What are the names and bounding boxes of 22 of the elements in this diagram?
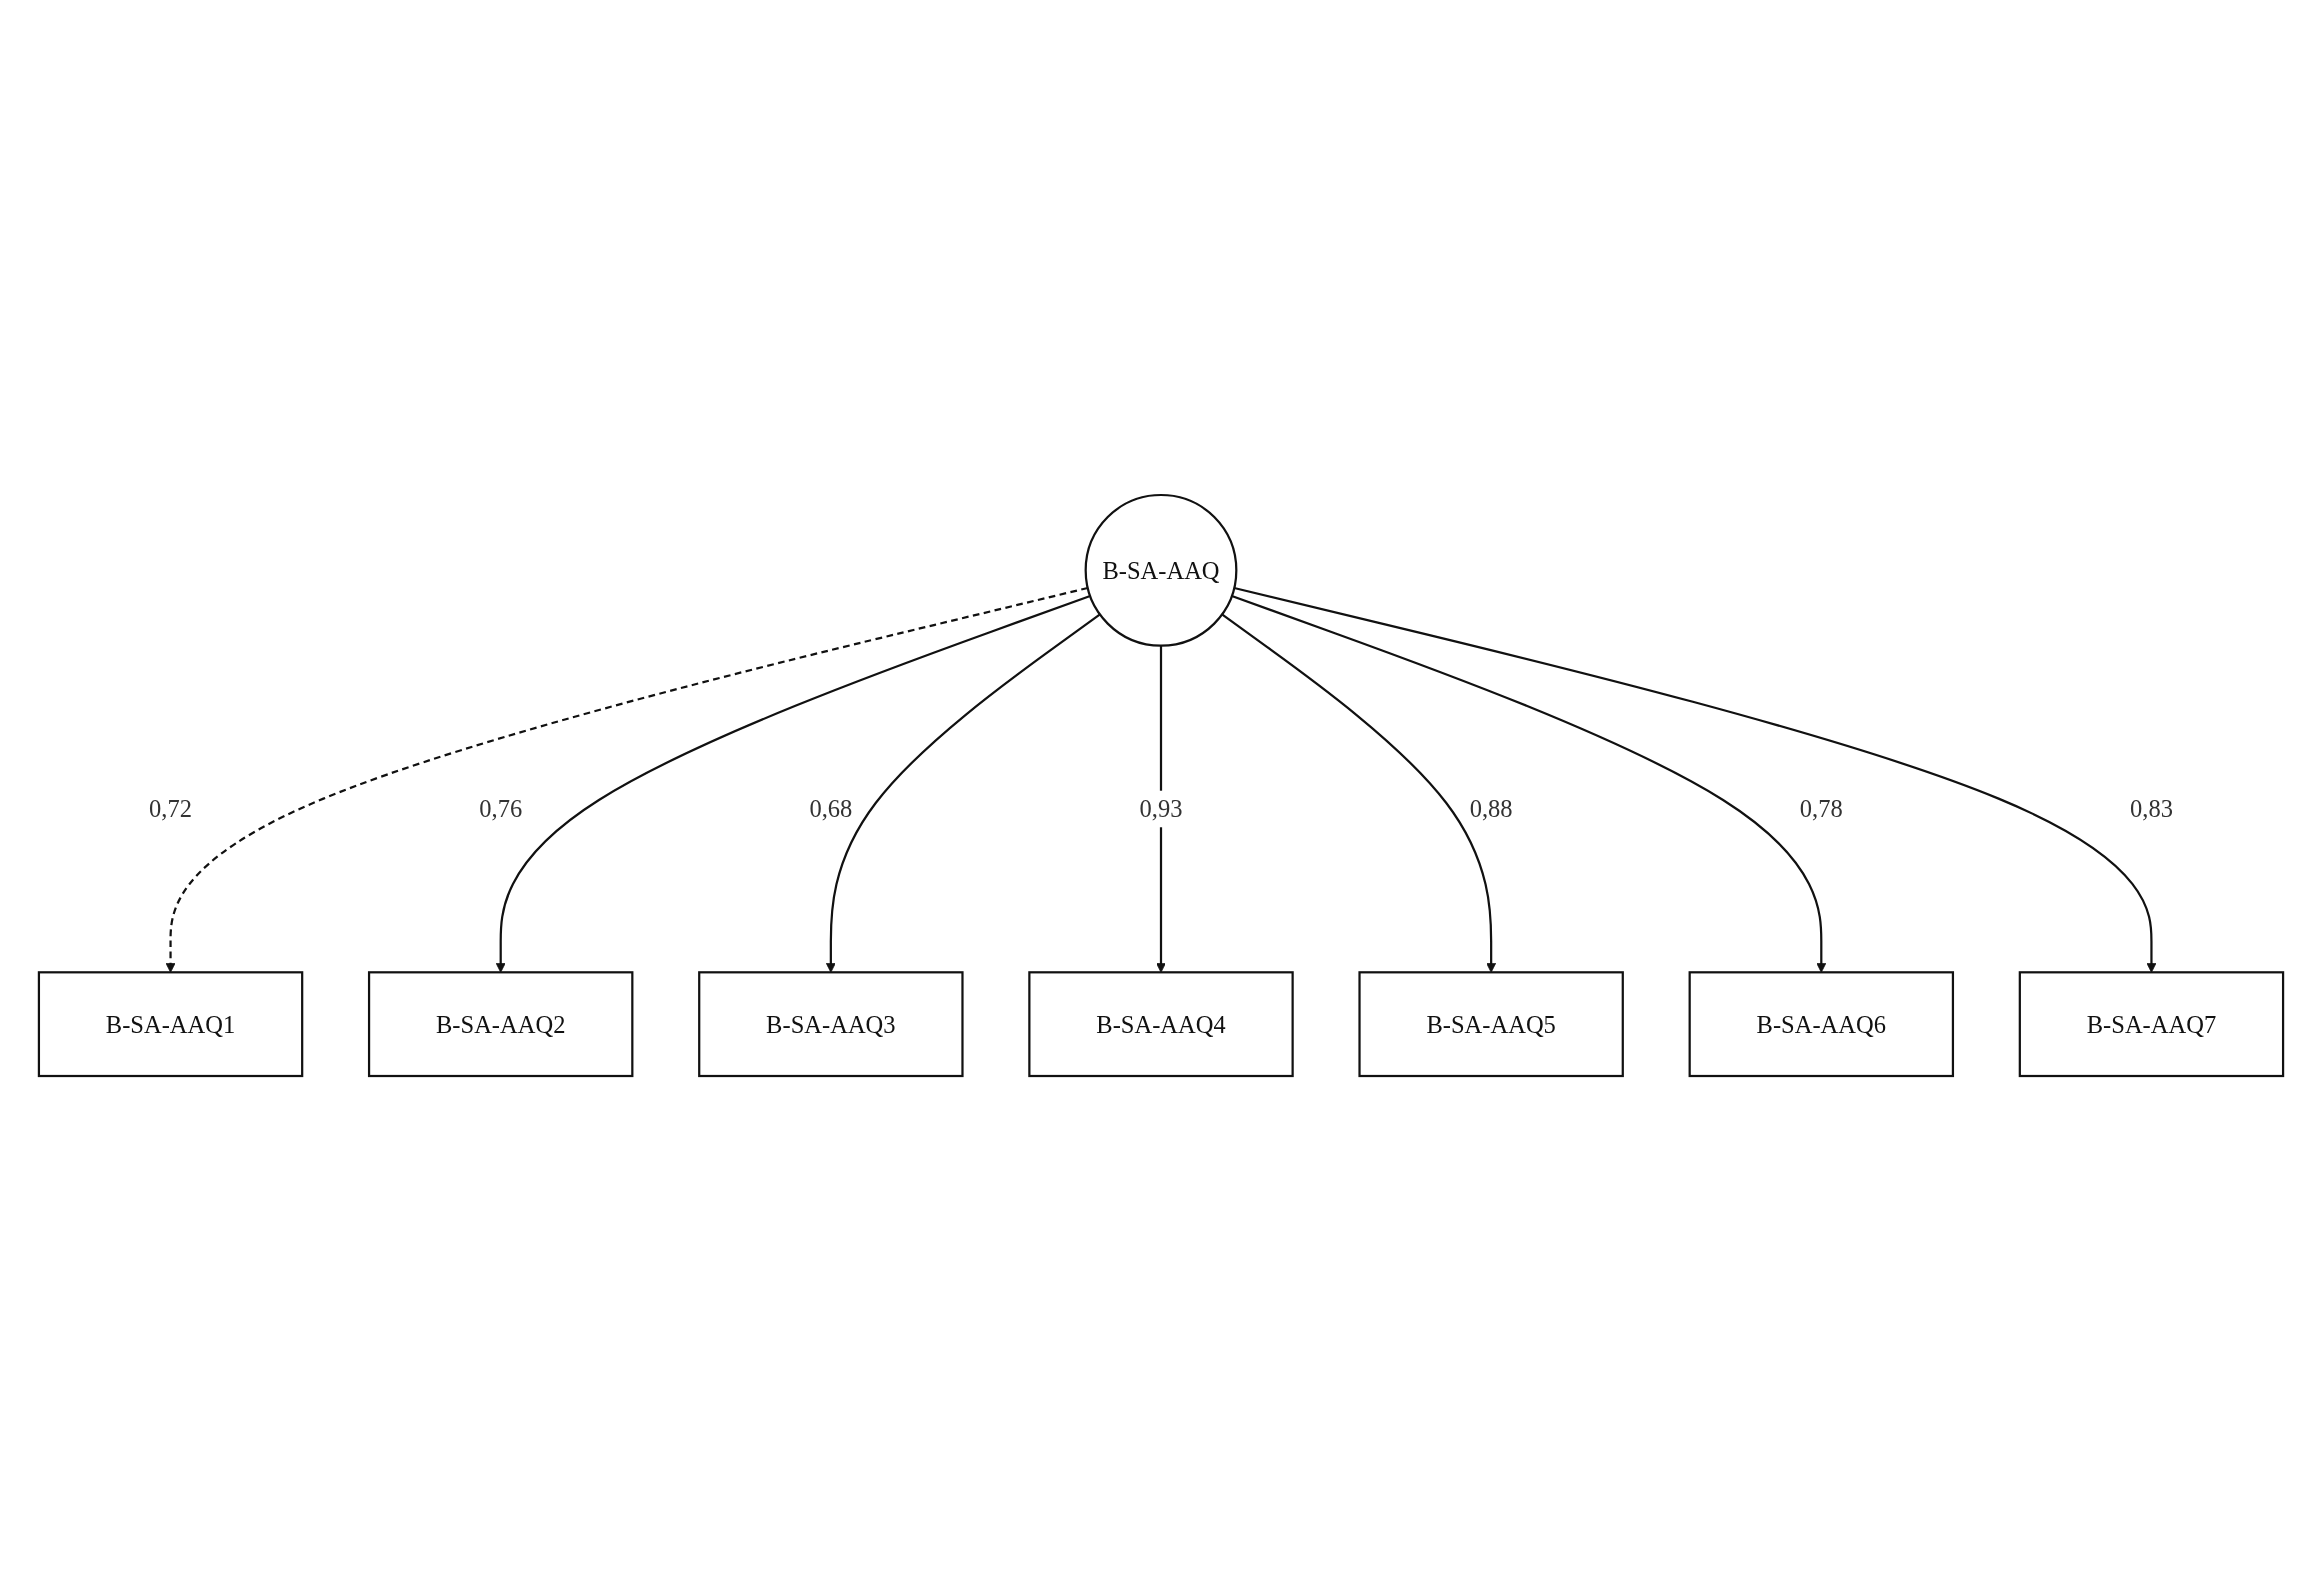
node-box: B-SA-AAQ4 <box>1028 971 1294 1078</box>
node-box: B-SA-AAQ7 <box>2018 971 2285 1078</box>
arrow <box>1233 586 2157 973</box>
node-box: B-SA-AAQ6 <box>1688 971 1955 1078</box>
node-box: B-SA-AAQ5 <box>1358 971 1624 1078</box>
edge-label: 0,78 <box>1799 795 1843 823</box>
edge-label: 0,68 <box>809 795 853 823</box>
arrow <box>1221 613 1497 973</box>
node-box: B-SA-AAQ1 <box>37 971 304 1078</box>
edge-label: 0,76 <box>479 795 523 823</box>
edge-label: 0,93 <box>1139 795 1183 823</box>
arrow <box>1156 645 1166 973</box>
edge-label: 0,88 <box>1469 795 1513 823</box>
node-box: B-SA-AAQ3 <box>698 971 964 1078</box>
node-box: B-SA-AAQ2 <box>367 971 634 1078</box>
arrow <box>495 594 1091 973</box>
arrow <box>165 586 1089 973</box>
edge-label: 0,83 <box>2129 795 2173 823</box>
arrow <box>1231 594 1827 973</box>
edge-label: 0,72 <box>149 795 193 823</box>
node-circle: B-SA-AAQ <box>1084 493 1238 647</box>
arrow <box>825 613 1101 973</box>
